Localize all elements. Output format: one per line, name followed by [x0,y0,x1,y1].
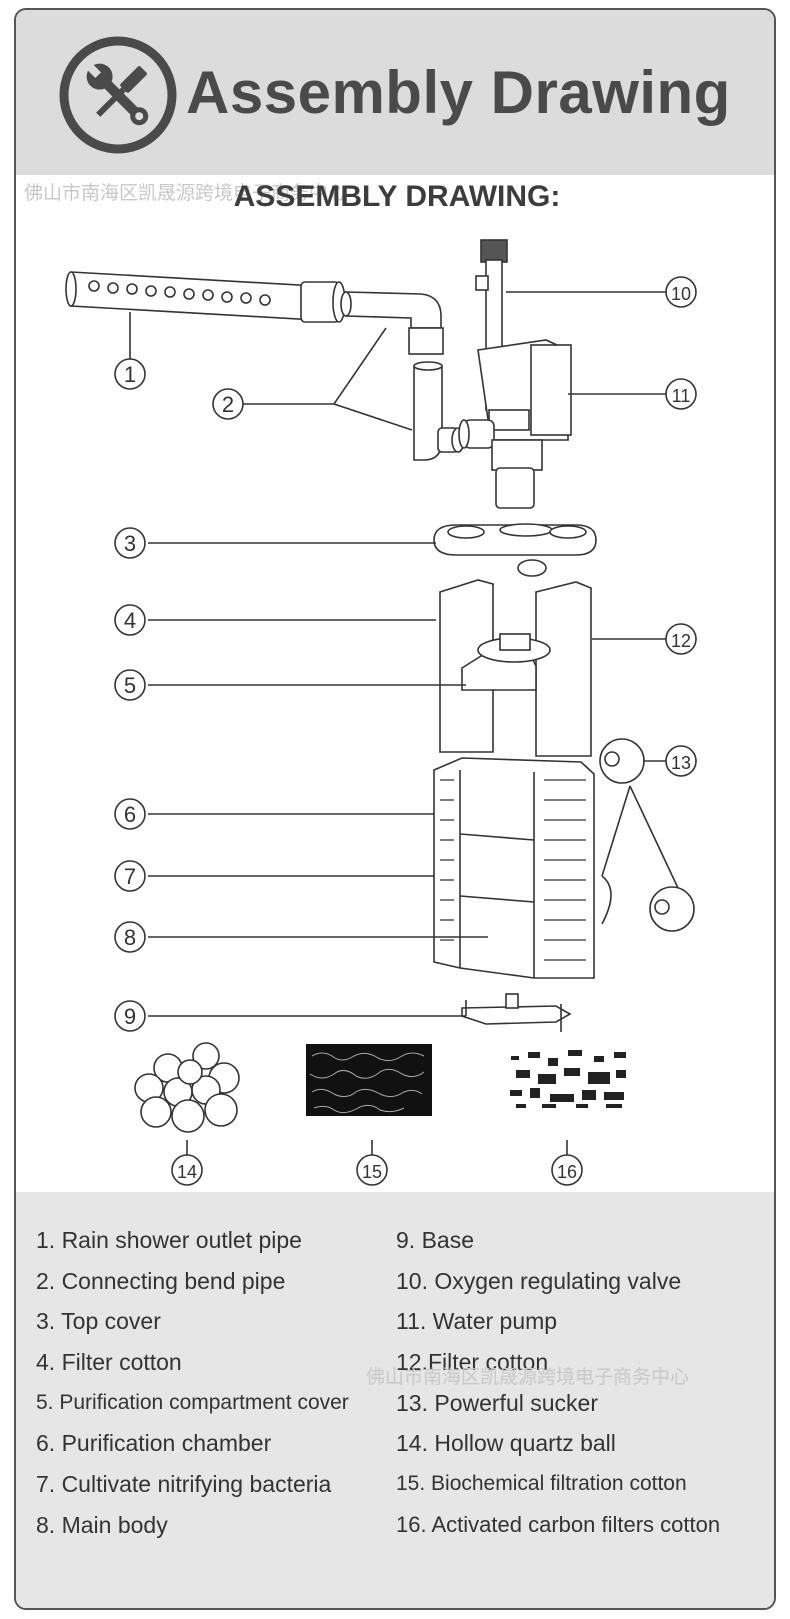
callout-10: 10 [671,284,691,304]
legend-item: 6. Purification chamber [36,1430,272,1457]
header-banner: Assembly Drawing [16,10,774,175]
legend-item: 9. Base [396,1227,474,1253]
assembly-diagram: 1 2 3 4 5 6 7 8 9 10 11 12 13 14 15 16 [65,239,697,1186]
callout-9: 9 [124,1004,136,1029]
callout-3: 3 [124,531,136,556]
part-top-cover [433,523,597,577]
legend-item: 14. Hollow quartz ball [396,1430,616,1457]
callout-16: 16 [557,1162,577,1182]
callout-4: 4 [124,608,136,633]
legend-item: 4. Filter cotton [36,1349,182,1376]
watermark-top: 佛山市南海区凯晟源跨境电子商务中心 [24,182,348,204]
diagram-title: ASSEMBLY DRAWING: [233,180,561,213]
callout-13: 13 [671,753,691,773]
legend-item: 16. Activated carbon filters cotton [396,1511,721,1537]
part-bend-pipe [340,291,465,461]
part-base [461,993,572,1032]
part-biochemical-cotton [306,1044,432,1116]
legend-item: 15. Biochemical filtration cotton [396,1472,687,1496]
part-filter-cotton-right [535,581,592,757]
tools-icon [59,36,177,154]
part-rain-shower-pipe [65,271,346,323]
callout-14: 14 [177,1162,197,1182]
legend-column-left: 1. Rain shower outlet pipe 2. Connecting… [36,1220,349,1546]
legend-item: 10. Oxygen regulating valve [396,1267,682,1294]
callout-6: 6 [124,802,136,827]
callout-11: 11 [672,386,691,406]
watermark-bottom: 佛山市南海区凯晟源跨境电子商务中心 [366,1366,690,1388]
callout-5: 5 [124,673,136,698]
legend-item: 13. Powerful sucker [396,1389,598,1416]
legend-item: 2. Connecting bend pipe [36,1267,286,1294]
callout-15: 15 [362,1162,382,1182]
part-carbon-cotton [506,1046,632,1110]
header-title: Assembly Drawing [186,59,731,126]
parts-legend: 1. Rain shower outlet pipe 2. Connecting… [16,1192,774,1608]
callout-12: 12 [671,631,691,651]
part-pump [458,239,572,509]
legend-item: 11. Water pump [396,1308,558,1335]
legend-item: 3. Top cover [36,1308,161,1335]
page-frame: Assembly Drawing 佛山市南海区凯晟源跨境电子商务中心 ASSEM… [14,8,776,1610]
legend-item: 12.Filter cotton [396,1349,549,1376]
part-main-body [433,757,595,979]
legend-item: 7. Cultivate nitrifying bacteria [36,1471,332,1498]
part-compartment-cover [461,633,551,691]
callout-1: 1 [124,362,136,387]
part-quartz-balls [134,1042,240,1133]
callout-8: 8 [124,925,136,950]
legend-item: 8. Main body [36,1511,168,1538]
legend-item: 1. Rain shower outlet pipe [36,1227,302,1253]
legend-item: 5. Purification compartment cover [36,1390,349,1414]
callout-2: 2 [222,392,234,417]
callout-7: 7 [124,864,136,889]
part-suckers [599,738,695,932]
legend-column-right: 9. Base 10. Oxygen regulating valve 11. … [396,1220,720,1546]
